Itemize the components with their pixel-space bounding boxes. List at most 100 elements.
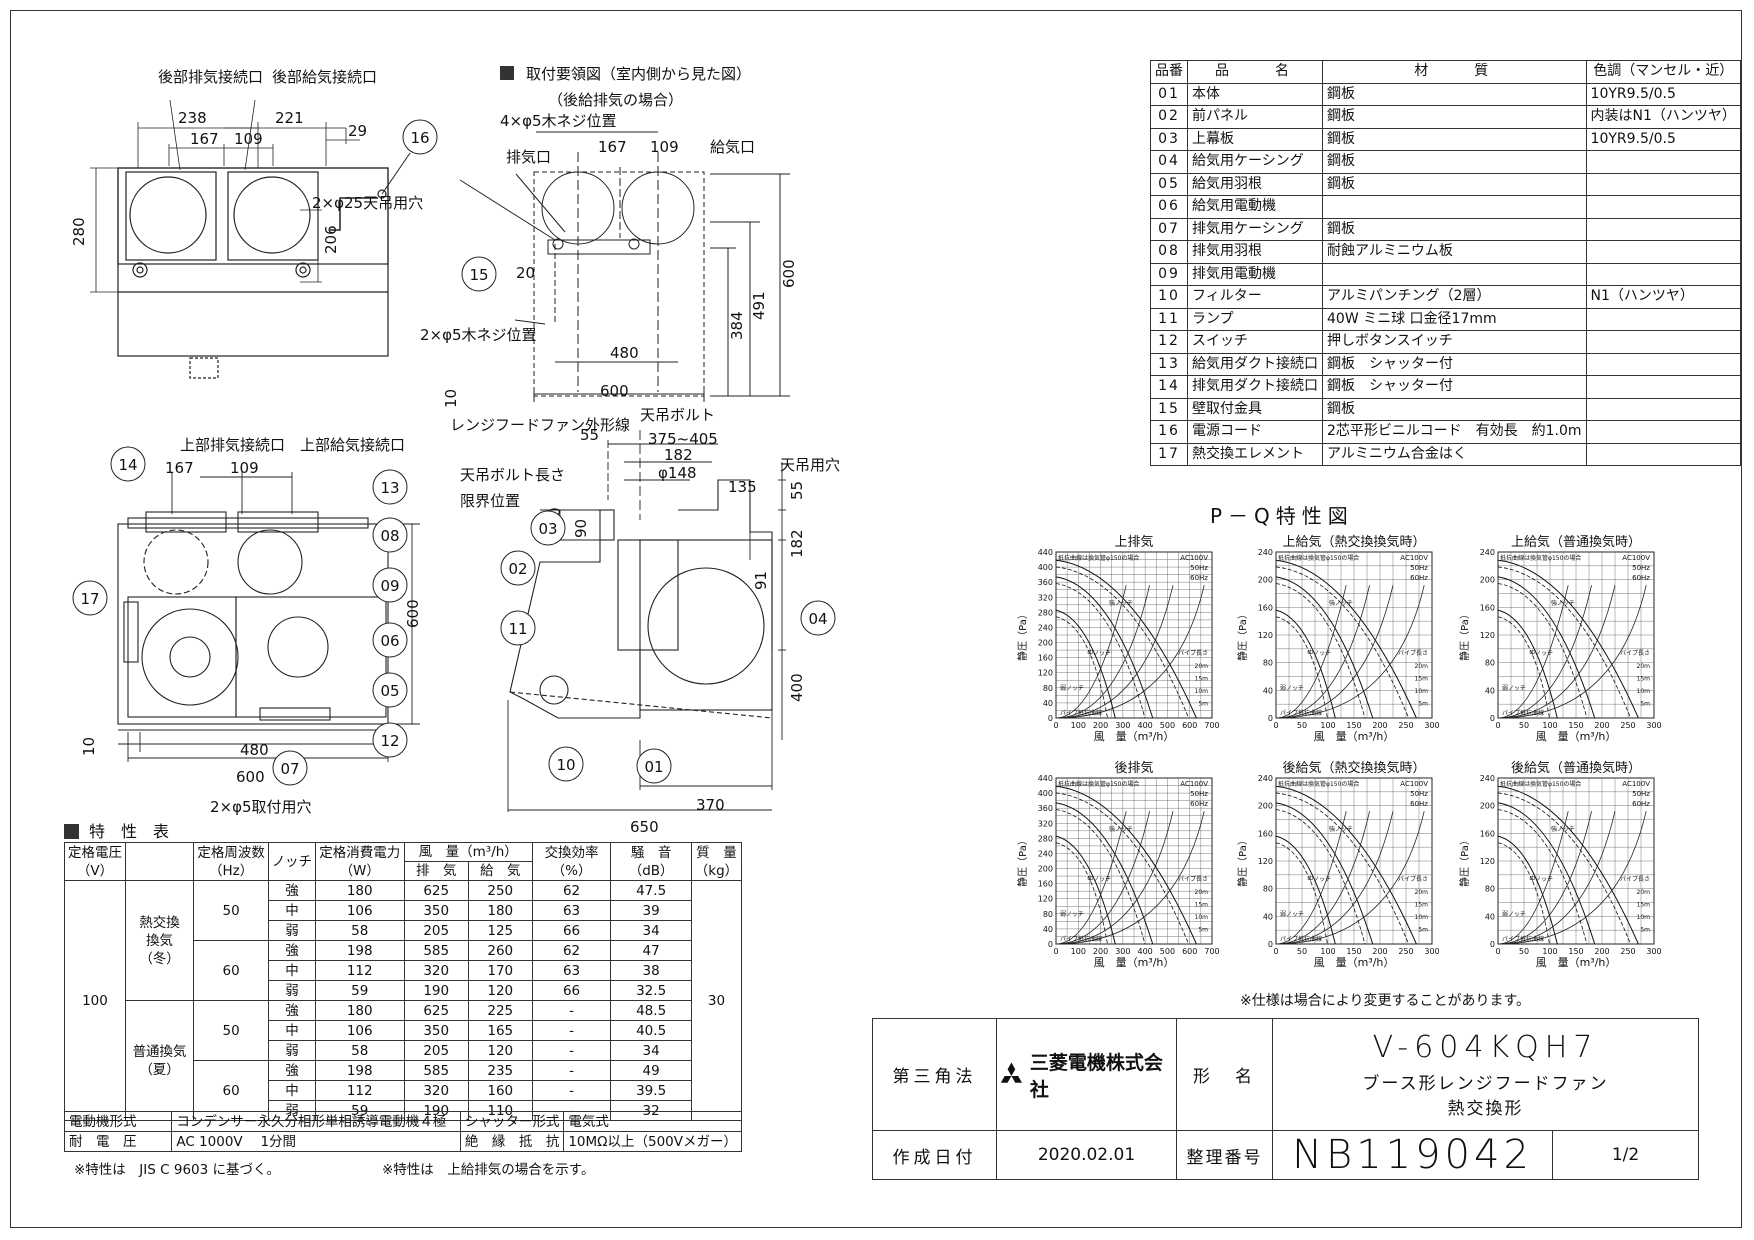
callout-05-text: 05	[380, 682, 399, 700]
parts-cell-material: 鋼板 シャッター付	[1322, 352, 1587, 376]
pq-xtick: 50	[1297, 721, 1307, 730]
pq-resistance-curve	[1275, 585, 1394, 719]
pq-ytick: 240	[1258, 548, 1273, 557]
withstand-voltage-label: 耐 電 圧	[63, 1131, 173, 1152]
pq-xtick: 0	[1273, 947, 1278, 956]
exhaust-port-label: 排気口	[506, 148, 551, 166]
pq-pipe-res-label: パイプ抵抗曲線	[1280, 709, 1322, 717]
parts-cell-name: 排気用羽根	[1187, 240, 1323, 264]
callout-15	[461, 256, 497, 292]
m-dim-480: 480	[610, 344, 639, 362]
notch-value: 弱	[268, 920, 316, 941]
pq-fan-curve-60	[1497, 583, 1588, 719]
callout-06	[372, 622, 408, 658]
spec-note: ※仕様は場合により変更することがあります。	[1240, 993, 1531, 1009]
parts-cell-material: 鋼板	[1322, 217, 1587, 241]
pq-length-label: 5m	[1198, 927, 1208, 934]
supply-value: 235	[467, 1060, 533, 1081]
s-dim-400: 400	[788, 673, 806, 702]
pq-length-label: 10m	[1415, 914, 1429, 921]
dim-109: 109	[234, 130, 263, 148]
pq-xtick: 150	[1568, 721, 1583, 730]
parts-cell-name: 給気用羽根	[1187, 172, 1323, 196]
pq-fan-curve	[1055, 576, 1154, 719]
pq-ytick: 120	[1038, 895, 1053, 904]
company-name: 三菱電機株式会社	[1029, 1051, 1163, 1101]
pq-ytick: 80	[1263, 885, 1273, 894]
drawing-frame	[10, 10, 1742, 1228]
pq-ytick: 120	[1038, 669, 1053, 678]
parts-cell-material: 鋼板	[1322, 82, 1587, 106]
parts-cell-color	[1585, 240, 1741, 264]
pq-strong-label: 強ノッチ	[1329, 825, 1353, 833]
pq-ytick: 80	[1043, 684, 1053, 693]
pq-fan-curve	[1055, 802, 1154, 945]
f-dim-109: 109	[230, 459, 259, 477]
efficiency-value: 62	[531, 880, 612, 901]
callout-11	[500, 610, 536, 646]
pq-weak-label: 弱ノッチ	[1280, 911, 1304, 918]
top-exhaust-label: 上部排気接続口	[180, 436, 285, 454]
pq-ytick: 200	[1258, 576, 1273, 585]
pq-length-label: 20m	[1195, 889, 1209, 896]
pq-ytick: 160	[1038, 654, 1053, 663]
pq-ytick: 0	[1268, 940, 1273, 949]
exhaust-value: 320	[403, 1080, 469, 1101]
pq-fan-curve-60	[1275, 842, 1328, 945]
freq-value: 60	[193, 940, 270, 1001]
pq-ytick: 360	[1038, 578, 1053, 587]
m-dim-600: 600	[600, 382, 629, 400]
pq-xtick: 300	[1424, 721, 1439, 730]
pq-xtick: 150	[1346, 947, 1361, 956]
pq-length-label: 20m	[1415, 889, 1429, 896]
pq-ac-label: AC100V	[1180, 780, 1208, 788]
pq-duct-note: 抵抗曲線は換気管φ150の場合	[1278, 780, 1359, 788]
parts-cell-no: 11	[1150, 307, 1188, 331]
parts-cell-no: 15	[1150, 397, 1188, 421]
pq-ytick: 240	[1258, 774, 1273, 783]
pq-resistance-curve	[1275, 585, 1370, 719]
parts-cell-name: ランプ	[1187, 307, 1323, 331]
noise-value: 49	[610, 1060, 692, 1081]
pq-fan-curve-60	[1275, 583, 1366, 719]
s-dim-135: 135	[728, 478, 757, 496]
parts-cell-no: 10	[1150, 285, 1188, 309]
pq-xtick: 300	[1115, 947, 1130, 956]
pq-resistance-curve	[1497, 585, 1616, 719]
parts-header-row: 品番 品 名 材 質 色調（マンセル・近）	[1150, 60, 1741, 84]
pq-xtick: 0	[1495, 721, 1500, 730]
s-dim-91: 91	[752, 571, 770, 590]
pq-legend-50: 50Hz	[1632, 790, 1650, 798]
hdr-voltage-unit: （V）	[76, 862, 114, 879]
noise-value: 38	[610, 960, 692, 981]
date-label: 作成日付	[873, 1131, 997, 1179]
pq-chart-title: 上給気（熱交換換気時）	[1282, 534, 1425, 550]
pq-xtick: 400	[1138, 947, 1153, 956]
pq-pipe-len-label: パイプ長さ	[1178, 876, 1208, 883]
m-dim-600-v: 600	[780, 259, 798, 288]
freq-value: 50	[193, 1000, 270, 1061]
pq-ytick: 40	[1485, 912, 1495, 921]
parts-cell-color	[1585, 420, 1741, 444]
freq-value: 50	[193, 880, 270, 941]
supply-value: 125	[467, 920, 533, 941]
m-dim-167: 167	[598, 138, 627, 156]
pq-fan-curve-60	[1055, 792, 1189, 945]
pq-fan-curve	[1275, 802, 1374, 945]
pq-fan-curve-60	[1275, 616, 1328, 719]
pq-fan-curve	[1497, 576, 1596, 719]
pq-fan-curve-60	[1497, 842, 1550, 945]
exhaust-value: 350	[403, 1020, 469, 1041]
pq-fan-curve	[1055, 559, 1197, 719]
pq-pipe-res-label: パイプ抵抗曲線	[1060, 935, 1102, 943]
dim-221: 221	[275, 109, 304, 127]
parts-cell-color	[1585, 217, 1741, 241]
pq-pipe-len-label: パイプ長さ	[1620, 876, 1650, 883]
notch-value: 弱	[268, 980, 316, 1001]
pq-xtick: 250	[1398, 947, 1413, 956]
pq-length-label: 5m	[1198, 701, 1208, 708]
pq-pipe-res-label: パイプ抵抗曲線	[1280, 935, 1322, 943]
